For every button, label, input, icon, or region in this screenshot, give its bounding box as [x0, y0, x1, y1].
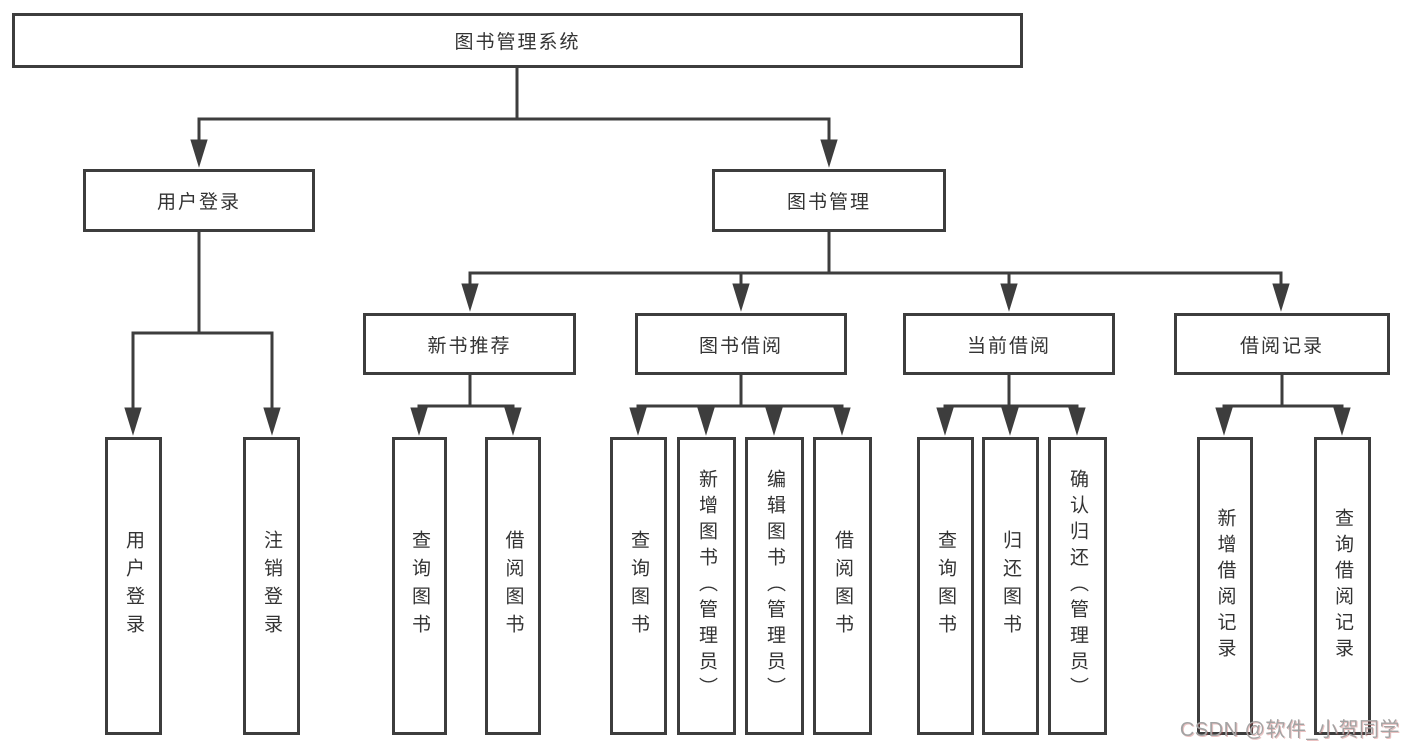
leaf-borrow-books-recommend: 借阅图书 [485, 437, 541, 735]
leaf-add-books-admin: 新增图书（管理员） [677, 437, 736, 735]
node-book-borrowing: 图书借阅 [635, 313, 847, 375]
node-book-management-label: 图书管理 [786, 192, 871, 213]
node-book-borrowing-label: 图书借阅 [698, 335, 783, 357]
leaf-query-books-current: 查询图书 [917, 437, 974, 735]
node-user-login: 用户登录 [83, 169, 315, 232]
leaf-logout-label: 注销登录 [261, 530, 282, 642]
node-new-book-recommend: 新书推荐 [363, 313, 576, 375]
leaf-borrow-books-recommend-label: 借阅图书 [502, 530, 524, 642]
node-root-system: 图书管理系统 [12, 13, 1023, 68]
leaf-confirm-return-admin: 确认归还（管理员） [1048, 437, 1107, 735]
leaf-query-books-current-label: 查询图书 [935, 530, 956, 642]
leaf-user-login-label: 用户登录 [123, 530, 144, 642]
watermark: CSDN @软件_小贺同学 [1179, 719, 1400, 741]
leaf-query-borrow-record-label: 查询借阅记录 [1332, 508, 1353, 664]
node-current-borrowing: 当前借阅 [903, 313, 1115, 375]
leaf-return-books-label: 归还图书 [1000, 530, 1021, 642]
leaf-edit-books-admin: 编辑图书（管理员） [745, 437, 804, 735]
leaf-confirm-return-admin-label: 确认归还（管理员） [1067, 469, 1088, 703]
leaf-logout: 注销登录 [243, 437, 300, 735]
node-current-borrowing-label: 当前借阅 [966, 335, 1051, 357]
leaf-add-borrow-record-label: 新增借阅记录 [1214, 508, 1236, 664]
leaf-edit-books-admin-label: 编辑图书（管理员） [764, 469, 785, 703]
arrow-down-icons [124, 139, 1351, 436]
leaf-borrow-books: 借阅图书 [813, 437, 872, 735]
leaf-add-borrow-record: 新增借阅记录 [1197, 437, 1253, 735]
leaf-query-books-borrowing-label: 查询图书 [628, 530, 649, 642]
leaf-query-books-borrowing: 查询图书 [610, 437, 667, 735]
node-borrowing-records: 借阅记录 [1174, 313, 1390, 375]
leaf-query-borrow-record: 查询借阅记录 [1314, 437, 1371, 735]
leaf-borrow-books-label: 借阅图书 [832, 530, 853, 642]
node-borrowing-records-label: 借阅记录 [1239, 335, 1324, 357]
node-new-book-recommend-label: 新书推荐 [427, 335, 512, 357]
leaf-return-books: 归还图书 [982, 437, 1039, 735]
node-root-system-label: 图书管理系统 [454, 32, 581, 53]
leaf-add-books-admin-label: 新增图书（管理员） [696, 469, 717, 703]
node-book-management: 图书管理 [712, 169, 946, 232]
leaf-query-books-recommend: 查询图书 [392, 437, 447, 735]
leaf-user-login: 用户登录 [105, 437, 162, 735]
node-user-login-label: 用户登录 [156, 192, 241, 213]
leaf-query-books-recommend-label: 查询图书 [409, 530, 430, 642]
